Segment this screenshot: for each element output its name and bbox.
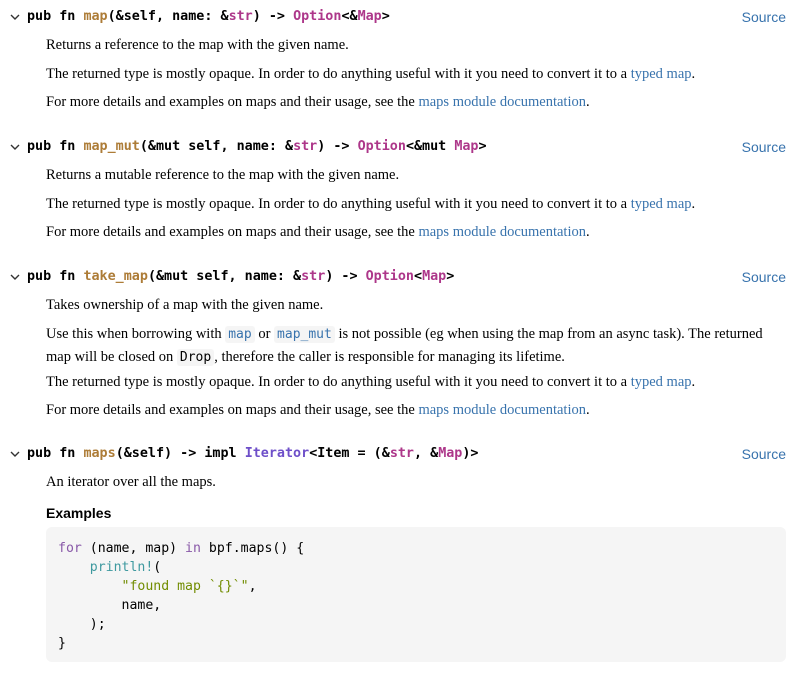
collapse-toggle[interactable] bbox=[8, 140, 22, 154]
signature-code: pub fn map(&self, name: &str) -> Option<… bbox=[27, 9, 390, 24]
doc-paragraph: The returned type is mostly opaque. In o… bbox=[46, 374, 696, 390]
examples-heading: Examples bbox=[46, 505, 112, 521]
fn-name[interactable]: map bbox=[83, 9, 108, 24]
example-code: for (name, map) in bpf.maps() { println!… bbox=[58, 541, 305, 651]
doc-paragraph: The returned type is mostly opaque. In o… bbox=[46, 66, 696, 82]
map-code-link[interactable]: map bbox=[225, 326, 255, 343]
source-link[interactable]: Source bbox=[741, 139, 786, 155]
example-code-block: for (name, map) in bpf.maps() { println!… bbox=[46, 527, 786, 662]
fn-name[interactable]: maps bbox=[83, 446, 116, 461]
chevron-down-icon bbox=[10, 274, 20, 280]
doc-paragraph: For more details and examples on maps an… bbox=[46, 224, 590, 240]
signature-code: pub fn map_mut(&mut self, name: &str) ->… bbox=[27, 139, 487, 154]
method-signature: pub fn take_map(&mut self, name: &str) -… bbox=[0, 267, 800, 291]
doc-paragraph: Returns a mutable reference to the map w… bbox=[46, 167, 400, 183]
chevron-down-icon bbox=[10, 14, 20, 20]
doc-paragraph: For more details and examples on maps an… bbox=[46, 402, 590, 418]
chevron-down-icon bbox=[10, 451, 20, 457]
source-link[interactable]: Source bbox=[741, 446, 786, 462]
doc-paragraph: For more details and examples on maps an… bbox=[46, 94, 590, 110]
method-signature: pub fn map(&self, name: &str) -> Option<… bbox=[0, 7, 800, 31]
typed-map-link[interactable]: typed map bbox=[630, 374, 692, 390]
signature-code: pub fn take_map(&mut self, name: &str) -… bbox=[27, 269, 455, 284]
maps-module-doc-link[interactable]: maps module documentation bbox=[418, 94, 586, 110]
typed-map-link[interactable]: typed map bbox=[630, 196, 692, 212]
collapse-toggle[interactable] bbox=[8, 270, 22, 284]
doc-paragraph: Returns a reference to the map with the … bbox=[46, 37, 349, 53]
typed-map-link[interactable]: typed map bbox=[630, 66, 692, 82]
method-signature: pub fn map_mut(&mut self, name: &str) ->… bbox=[0, 137, 800, 161]
maps-module-doc-link[interactable]: maps module documentation bbox=[418, 224, 586, 240]
signature-code: pub fn maps(&self) -> impl Iterator<Item… bbox=[27, 446, 479, 461]
doc-paragraph: An iterator over all the maps. bbox=[46, 474, 216, 490]
doc-paragraph: Takes ownership of a map with the given … bbox=[46, 297, 324, 313]
chevron-down-icon bbox=[10, 144, 20, 150]
doc-paragraph: Use this when borrowing with map or map_… bbox=[46, 326, 763, 366]
method-signature: pub fn maps(&self) -> impl Iterator<Item… bbox=[0, 444, 800, 468]
maps-module-doc-link[interactable]: maps module documentation bbox=[418, 402, 586, 418]
fn-name[interactable]: take_map bbox=[83, 269, 148, 284]
map-mut-code-link[interactable]: map_mut bbox=[274, 326, 335, 343]
collapse-toggle[interactable] bbox=[8, 10, 22, 24]
drop-code: Drop bbox=[176, 349, 215, 366]
collapse-toggle[interactable] bbox=[8, 447, 22, 461]
doc-paragraph: The returned type is mostly opaque. In o… bbox=[46, 196, 696, 212]
source-link[interactable]: Source bbox=[741, 269, 786, 285]
source-link[interactable]: Source bbox=[741, 9, 786, 25]
fn-name[interactable]: map_mut bbox=[83, 139, 140, 154]
